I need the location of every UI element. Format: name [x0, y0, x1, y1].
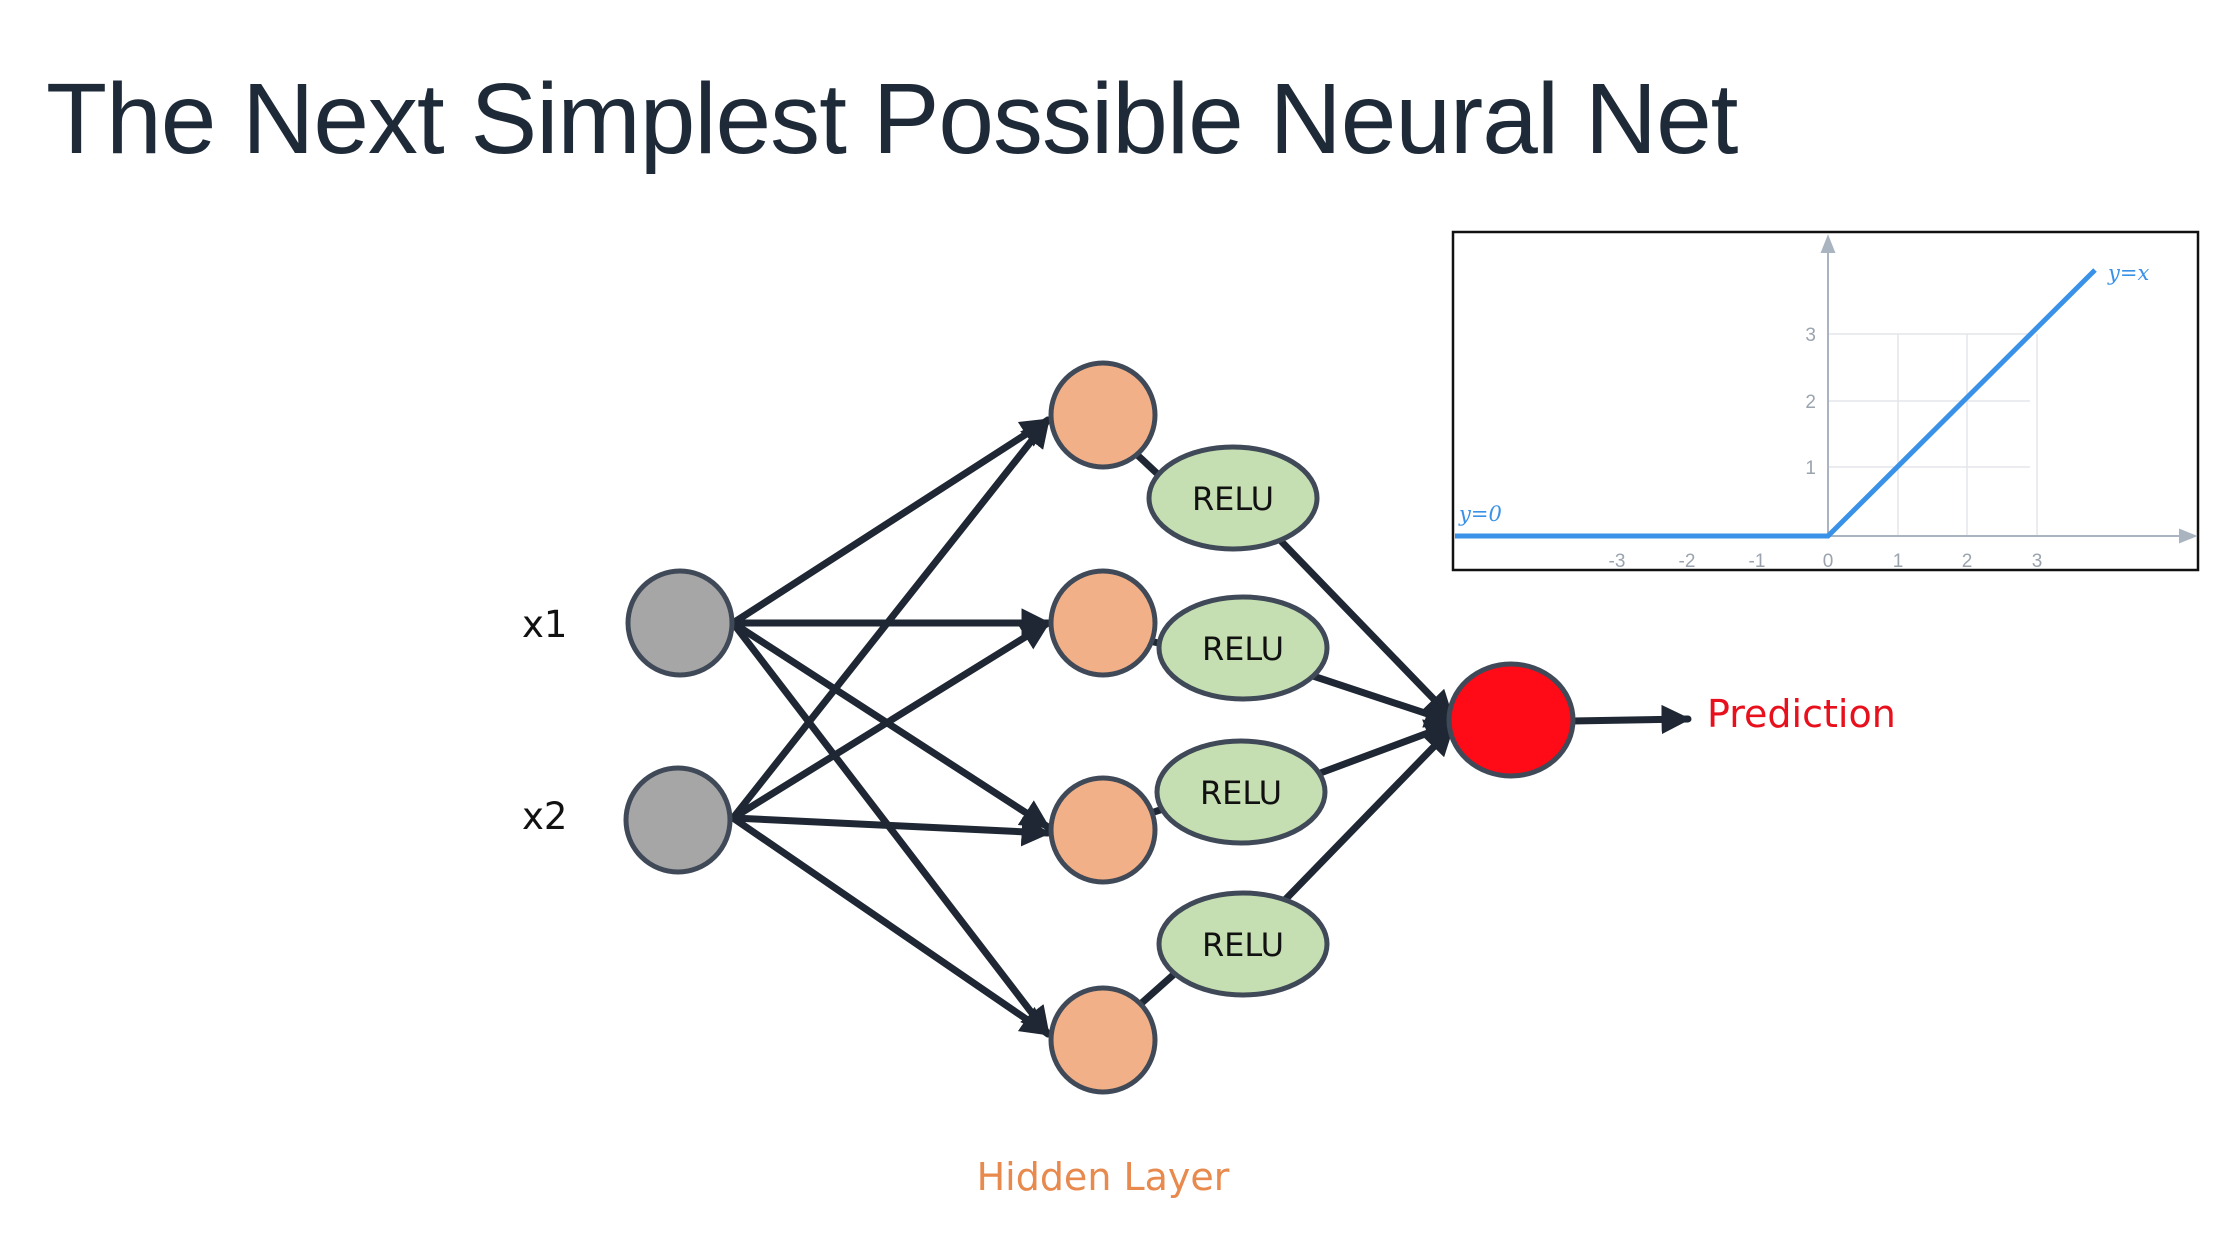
- hidden-node-2: [1048, 568, 1158, 678]
- input-label-x1: x1: [522, 603, 567, 646]
- relu-plot-y-ticks: 1 2 3: [1805, 325, 1816, 479]
- edge-x1-h1: [729, 416, 1052, 627]
- edge-x1-h3: [729, 619, 1052, 831]
- relu-label-4: RELU: [1202, 926, 1284, 964]
- relu-plot-x-ticks: -3 -2 -1 0 1 2 3: [1609, 551, 2043, 572]
- relu-node-3: [1154, 738, 1328, 846]
- relu-label-1: RELU: [1192, 480, 1274, 518]
- hidden-node-3: [1048, 775, 1158, 885]
- edge-x2-h4: [729, 814, 1052, 1038]
- output-layer: Prediction: [1446, 661, 1896, 779]
- y-tick-1: 1: [1805, 458, 1816, 479]
- relu-plot: -3 -2 -1 0 1 2 3 1 2 3 y=0 y=x: [1451, 230, 2200, 572]
- x-tick-1: 1: [1893, 551, 1904, 572]
- x-tick-3: 3: [2032, 551, 2043, 572]
- hidden-node-1: [1048, 360, 1158, 470]
- relu-annotation-right: y=x: [2107, 261, 2149, 285]
- hidden-layer-label: Hidden Layer: [977, 1155, 1230, 1199]
- edge-x2-h3: [729, 814, 1052, 847]
- hidden-layer: [1048, 360, 1158, 1095]
- hidden-node-4: [1048, 985, 1158, 1095]
- relu-plot-frame: [1451, 230, 2200, 572]
- relu-annotation-left: y=0: [1458, 502, 1502, 526]
- input-node-x1: [625, 568, 735, 678]
- edge-relu2-out: [1306, 671, 1456, 728]
- input-node-x2: [623, 765, 733, 875]
- relu-activations: RELU RELU RELU RELU: [1146, 444, 1330, 998]
- x-tick-neg3: -3: [1609, 551, 1626, 572]
- edge-output-prediction: [1568, 704, 1692, 735]
- relu-curve: [1455, 268, 2097, 539]
- x-tick-neg2: -2: [1679, 551, 1696, 572]
- x-tick-0: 0: [1823, 551, 1834, 572]
- y-tick-3: 3: [1805, 325, 1816, 346]
- y-tick-2: 2: [1805, 392, 1816, 413]
- edge-relu4-out: [1276, 724, 1456, 909]
- relu-plot-grid: [1828, 333, 2038, 536]
- slide-title: The Next Simplest Possible Neural Net: [46, 63, 1738, 175]
- edge-x2-h2: [729, 619, 1052, 822]
- relu-label-2: RELU: [1202, 630, 1284, 668]
- input-hidden-edges: [729, 416, 1052, 1038]
- edge-x2-h1: [729, 416, 1052, 822]
- x-tick-neg1: -1: [1749, 551, 1766, 572]
- input-label-x2: x2: [522, 795, 567, 838]
- relu-node-4: [1156, 890, 1330, 998]
- x-tick-2: 2: [1962, 551, 1973, 572]
- relu-label-3: RELU: [1200, 774, 1282, 812]
- prediction-label: Prediction: [1707, 692, 1896, 736]
- output-node: [1446, 661, 1576, 779]
- relu-output-edges: [1276, 536, 1692, 909]
- relu-node-1: [1146, 444, 1320, 552]
- input-layer: x1 x2: [522, 568, 735, 875]
- relu-node-2: [1156, 594, 1330, 702]
- edge-relu1-out: [1276, 536, 1456, 722]
